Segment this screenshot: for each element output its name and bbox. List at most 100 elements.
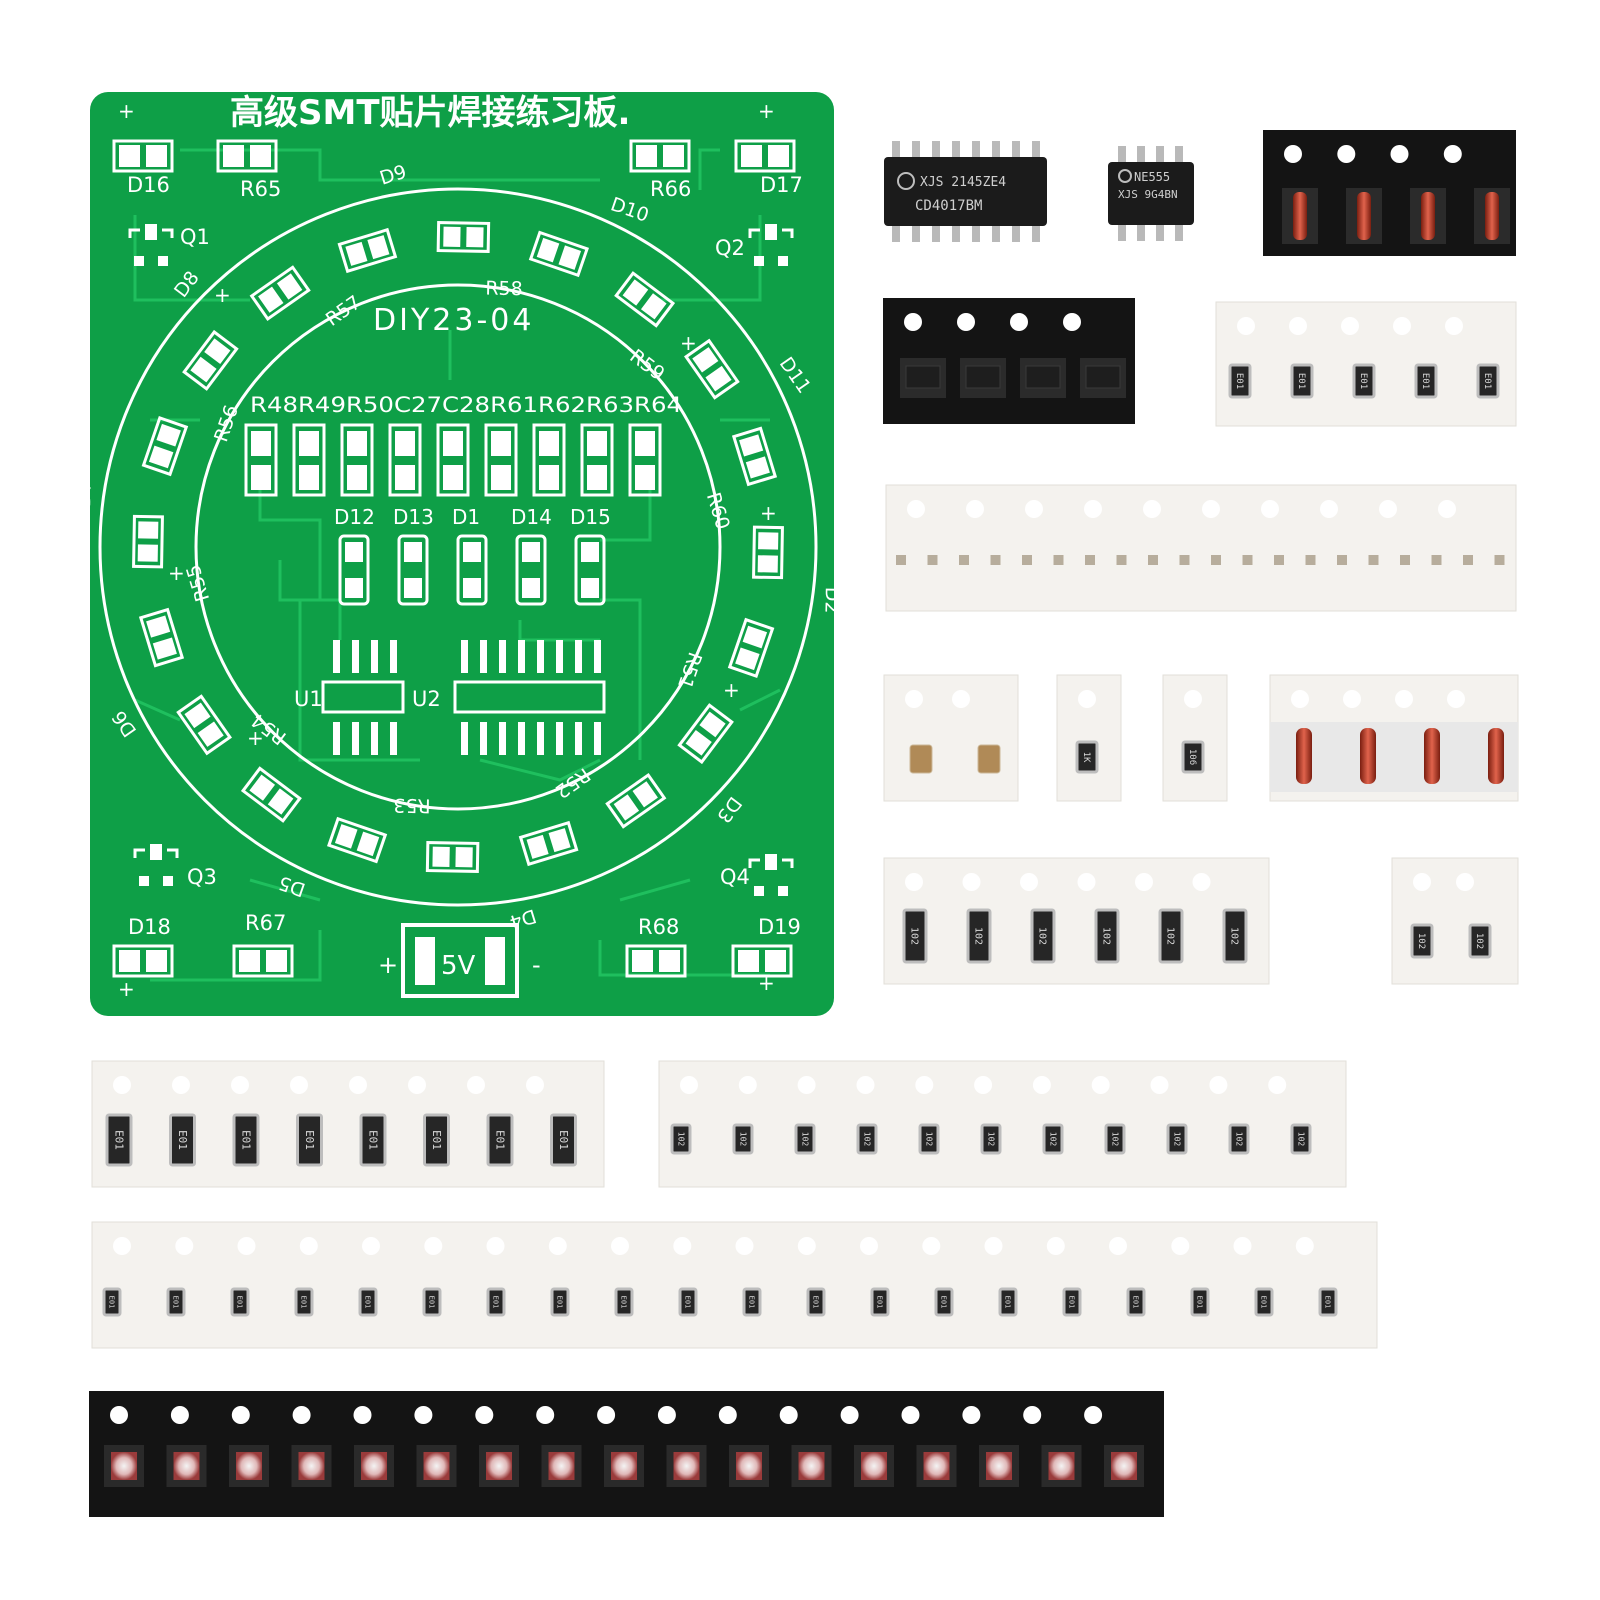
center-footprint-3	[388, 423, 422, 497]
center-led-pad-top-0	[345, 542, 363, 562]
tape-e01-0603-sprocket-hole-6	[486, 1237, 505, 1255]
r102-resistor-c-6-marking: 102	[1048, 1132, 1057, 1147]
label-r53: R53	[393, 794, 431, 817]
footprint-r57-outline	[249, 265, 311, 321]
footprint-r68-outline	[625, 944, 687, 978]
tape-e01-0603-sprocket-hole-17	[1171, 1237, 1190, 1255]
tape-0402-a-sprocket-hole-4	[1143, 500, 1161, 518]
tiny-0402-1	[927, 555, 938, 565]
footprint-q1	[128, 224, 174, 266]
tape-e01-0603-sprocket-hole-5	[424, 1237, 443, 1255]
r102-resistor-a-0	[902, 908, 928, 964]
e01-resistor-c-5	[422, 1287, 442, 1317]
ne555-line1: NE555	[1134, 170, 1170, 184]
u1-label: U1	[294, 687, 323, 711]
u1-pin-bottom-0	[333, 722, 340, 755]
sot23-transistor-1	[965, 365, 1001, 389]
power-connector: 5V + -	[378, 923, 541, 998]
cd4017-pin-bottom-1	[912, 224, 920, 242]
center-footprint-outline-5	[484, 423, 518, 497]
tape-102-c-sprocket-hole-4	[915, 1076, 934, 1094]
label-d18: D18	[128, 915, 171, 939]
polarity-plus-9: +	[247, 726, 264, 750]
r102-resistor-a-5	[1222, 908, 1248, 964]
tape-e01-0603-sprocket-hole-4	[362, 1237, 380, 1255]
cd4017-pin-top-7	[1032, 141, 1040, 159]
cd4017-pins	[892, 141, 1040, 242]
center-footprint-pad-bottom-2	[347, 465, 367, 490]
center-footprint-outline-4	[436, 423, 470, 497]
ne555-pin-top-1	[1137, 146, 1145, 164]
center-footprint-pad-bottom-3	[395, 465, 415, 490]
polarity-plus-4: +	[760, 501, 777, 525]
footprint-d8-pad-a	[190, 356, 217, 383]
r102-resistor-a-5-marking: 102	[1229, 927, 1240, 945]
label-d7: D7	[73, 480, 95, 507]
footprint-q3	[133, 844, 179, 886]
tape-e01-0603-sprocket-hole-0	[113, 1237, 131, 1255]
footprint-q2	[748, 224, 794, 266]
e01-resistor-c-12	[870, 1287, 890, 1317]
label-r68: R68	[638, 915, 679, 939]
e01-resistor-a-0-marking: E01	[1234, 373, 1244, 389]
center-footprint-pad-bottom-7	[587, 465, 607, 490]
center-footprint-outline-3	[388, 423, 422, 497]
power-pad-plus	[415, 937, 435, 985]
footprint-d9	[337, 227, 398, 274]
center-footprint-6	[532, 423, 566, 497]
r102-resistor-b-1	[1468, 923, 1492, 959]
polarity-plus-8: +	[723, 678, 740, 702]
trace-4	[150, 930, 322, 982]
tape-e01-0603-sprocket-hole-19	[1295, 1237, 1314, 1255]
ne555-pin-bottom-2	[1156, 223, 1164, 241]
label-d16: D16	[127, 173, 170, 197]
cd4017-line1: XJS 2145ZE4	[920, 175, 1006, 190]
e01-resistor-c-16-marking: E01	[1132, 1296, 1140, 1309]
tape-0402-a-sprocket-hole-1	[966, 500, 984, 518]
footprint-r52	[605, 773, 667, 829]
r102-resistor-a-1	[966, 908, 992, 964]
e01-resistor-c-12-marking: E01	[876, 1296, 884, 1309]
footprint-d5-pad-a	[356, 831, 380, 857]
ne555-pin-bottom-3	[1175, 223, 1183, 241]
footprint-r51	[727, 617, 775, 679]
e01-resistor-c-18	[1254, 1287, 1274, 1317]
footprint-d16-pad-b	[146, 145, 167, 167]
center-led-pad-bottom-3	[522, 578, 540, 598]
tape-leds-sprocket-hole-8	[597, 1406, 616, 1424]
center-footprint-8	[628, 423, 662, 497]
e01-resistor-c-4-marking: E01	[364, 1296, 372, 1309]
e01-resistor-c-6	[486, 1287, 506, 1317]
cd4017-pin-top-1	[912, 141, 920, 159]
r102-resistor-c-9	[1228, 1123, 1250, 1155]
footprint-d18-pad-a	[119, 950, 140, 972]
resistor-106-marking: 106	[1187, 749, 1197, 765]
footprint-d8-pad-b	[204, 338, 231, 365]
footprint-r65-outline	[216, 139, 278, 173]
center-footprint-pad-top-5	[491, 431, 511, 456]
tape-102-c-sprocket-hole-5	[974, 1076, 993, 1094]
r102-resistor-b-0	[1410, 923, 1434, 959]
tape-0402-a-sprocket-hole-6	[1261, 500, 1279, 518]
tape-e01-0603-sprocket-hole-12	[860, 1237, 878, 1255]
footprint-d19	[731, 944, 793, 978]
tiny-0402-19	[1494, 555, 1505, 565]
footprint-d11-pad-a	[692, 347, 719, 373]
e01-resistor-b-3-marking: E01	[303, 1130, 316, 1150]
r102-resistor-a-4	[1158, 908, 1184, 964]
tape-single-1k: 1K	[1056, 674, 1122, 802]
footprint-r57	[249, 265, 311, 321]
footprint-d9-pad-a	[345, 241, 368, 266]
r102-resistor-c-5-marking: 102	[986, 1132, 995, 1147]
e01-resistor-c-19	[1318, 1287, 1338, 1317]
cd4017-pin-bottom-7	[1032, 224, 1040, 242]
footprint-d17-outline	[734, 139, 796, 173]
footprint-r59-pad-a	[622, 279, 649, 306]
q1-pad-l	[134, 256, 144, 266]
u2-pin-top-3	[518, 640, 525, 673]
center-footprint-outline-2	[340, 423, 374, 497]
cd4017-pin-bottom-0	[892, 224, 900, 242]
smd-led-8	[611, 1452, 637, 1480]
tape-e01-0603-sprocket-hole-11	[797, 1237, 816, 1255]
